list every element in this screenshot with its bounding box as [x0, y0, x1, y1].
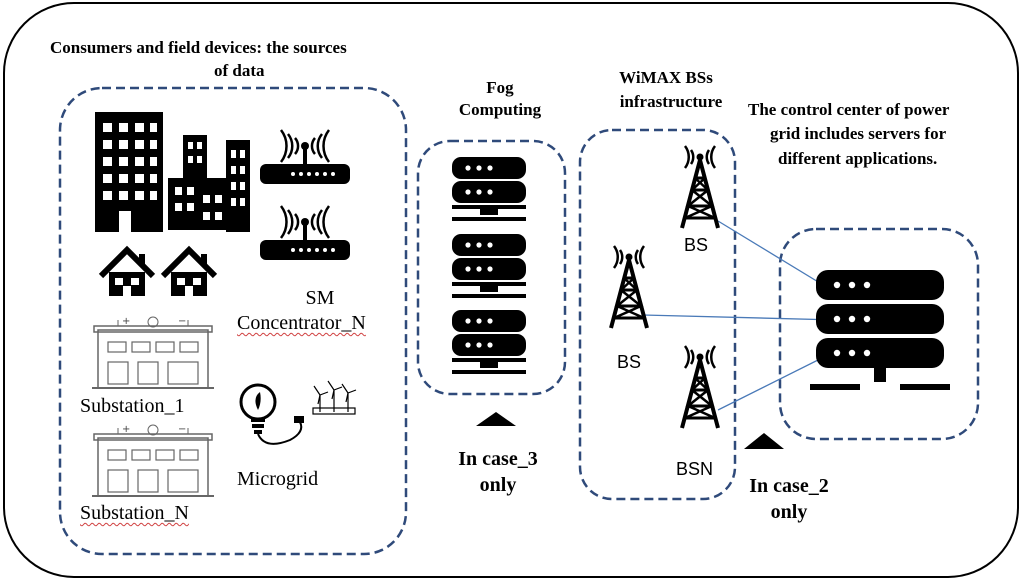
light-bulb-icon — [239, 383, 304, 445]
bs-top-label: BS — [684, 235, 709, 255]
house-icon-1 — [101, 250, 153, 296]
case3-arrow-icon — [476, 412, 516, 426]
substation-n-label: Substation_N — [80, 502, 189, 524]
bsn-label: BSN — [676, 459, 714, 479]
case3-label-line2: only — [479, 474, 517, 496]
consumers-title-line1: Consumers and field devices: the sources — [50, 38, 347, 57]
sm-label-line2: Concentrator_N — [237, 312, 366, 334]
fog-title-line2: Computing — [458, 100, 542, 119]
control-center-server-icon — [810, 270, 950, 390]
substation-1-icon — [91, 315, 215, 389]
bsn-tower-icon — [680, 344, 720, 430]
outer-frame — [3, 2, 1019, 578]
wimax-title-line2: infrastructure — [619, 92, 723, 111]
fog-title-line1: Fog — [486, 78, 514, 97]
consumers-title-line2: of data — [214, 61, 265, 80]
case2-arrow-icon — [744, 433, 784, 449]
substation-1-label: Substation_1 — [80, 395, 185, 417]
sm-concentrator-icon-1 — [258, 128, 352, 186]
control-title-line1: The control center of power — [748, 100, 950, 119]
case2-label-line1: In case_2 — [749, 475, 829, 497]
house-icon-2 — [163, 250, 215, 296]
bs-top-tower-icon — [680, 144, 720, 230]
control-title-line2: grid includes servers for — [770, 124, 947, 143]
sm-label-line1: SM — [305, 287, 335, 309]
fog-group-box — [416, 139, 567, 396]
substation-n-icon — [91, 423, 215, 497]
bs-left-label: BS — [617, 352, 642, 372]
consumers-group-box — [58, 86, 408, 556]
wimax-group-box — [578, 128, 737, 501]
fog-server-rack-icon — [452, 157, 526, 374]
bs-left-tower-icon — [609, 244, 649, 330]
city-buildings-icon — [95, 112, 250, 232]
wimax-title-line1: WiMAX BSs — [619, 68, 713, 87]
control-center-group-box — [778, 227, 980, 441]
link-bs-left — [642, 314, 839, 321]
wireless-links — [642, 220, 839, 411]
sm-concentrator-icon-2 — [258, 204, 352, 262]
case2-label-line2: only — [770, 501, 808, 523]
case3-label-line1: In case_3 — [458, 448, 538, 470]
wind-turbines-icon — [312, 380, 357, 415]
microgrid-label: Microgrid — [237, 468, 319, 490]
control-title-line3: different applications. — [778, 149, 938, 168]
